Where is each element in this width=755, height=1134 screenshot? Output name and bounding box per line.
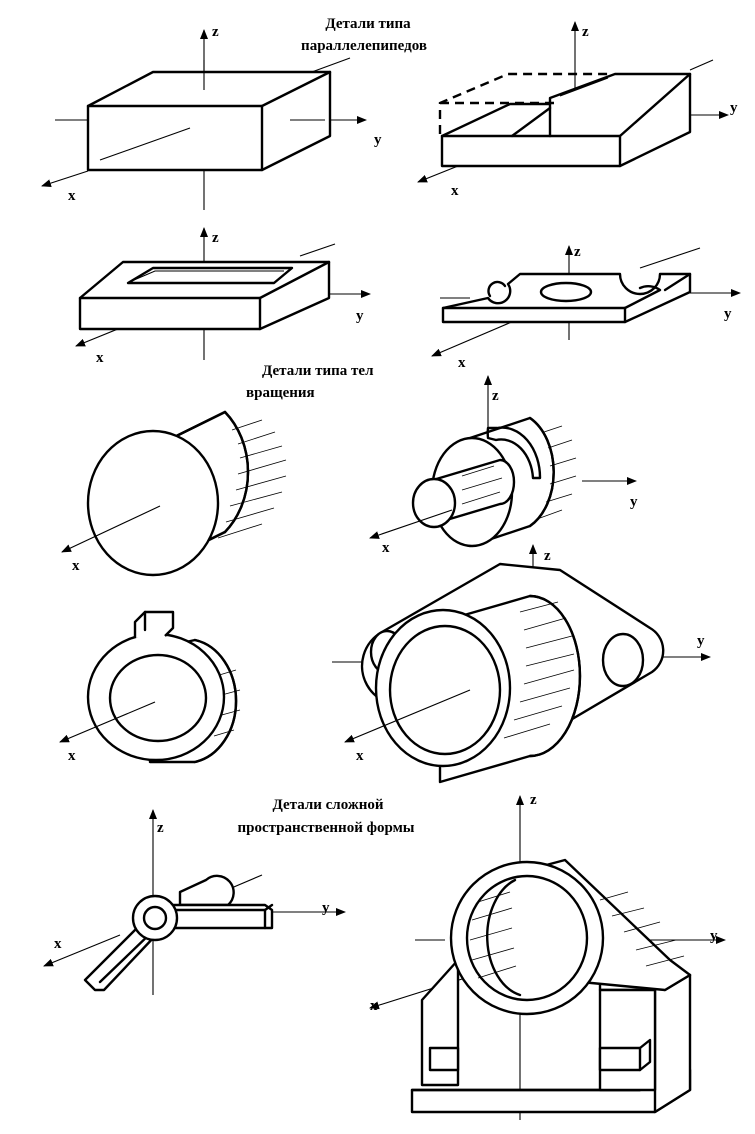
axis-label-x: x — [370, 998, 378, 1014]
axis-label-z: z — [582, 24, 589, 40]
axis-label-x: x — [68, 748, 76, 764]
part-notched-plate: z y x — [431, 244, 741, 371]
heading-complex-line2: пространственной формы — [237, 820, 414, 836]
hatch-shaft-collar — [539, 425, 577, 519]
part-stepped-shaft: z y x — [369, 375, 638, 556]
axis-label-x: x — [382, 540, 390, 556]
axis-label-y: y — [374, 132, 382, 148]
hatch-bracket — [599, 891, 685, 967]
axis-label-z: z — [492, 388, 499, 404]
heading-parallelepiped-line2: параллелепипедов — [301, 38, 427, 54]
hatch-shaft-pin — [461, 465, 503, 517]
part-lever: z y x — [43, 809, 346, 995]
axis-label-y: y — [356, 308, 364, 324]
axis-label-z: z — [212, 24, 219, 40]
axis-label-x: x — [96, 350, 104, 366]
axis-label-x: x — [54, 936, 62, 952]
axis-label-x: x — [68, 188, 76, 204]
part-ring-lug: x — [59, 610, 241, 764]
part-frame-plate: z y x — [75, 227, 371, 366]
axis-label-y: y — [630, 494, 638, 510]
heading-rotation-line2: вращения — [246, 385, 315, 401]
axis-label-y: y — [730, 100, 738, 116]
part-bracket: z y x — [369, 792, 726, 1120]
axis-label-y: y — [710, 928, 718, 944]
part-block: z y x — [41, 24, 382, 210]
part-flanged-bushing: z y x — [332, 544, 711, 784]
part-cylinder: x — [61, 410, 287, 577]
hatch-cylinder — [217, 419, 287, 539]
hatch-bracket-bore — [469, 891, 517, 979]
axis-label-z: z — [574, 244, 581, 260]
axis-label-z: z — [212, 230, 219, 246]
axis-label-y: y — [724, 306, 732, 322]
axis-label-x: x — [356, 748, 364, 764]
axis-label-y: y — [322, 900, 330, 916]
axis-label-x: x — [458, 355, 466, 371]
axis-label-x: x — [451, 183, 459, 199]
axis-label-z: z — [544, 548, 551, 564]
part-stepped-block: z y x — [417, 21, 738, 199]
axis-label-y: y — [697, 633, 705, 649]
hatch-bushing — [503, 601, 575, 739]
heading-rotation-line1: Детали типа тел — [262, 363, 374, 379]
axis-label-z: z — [157, 820, 164, 836]
axis-label-z: z — [530, 792, 537, 808]
heading-parallelepiped-line1: Детали типа — [325, 16, 411, 32]
heading-complex-line1: Детали сложной — [272, 797, 383, 813]
axis-label-x: x — [72, 558, 80, 574]
